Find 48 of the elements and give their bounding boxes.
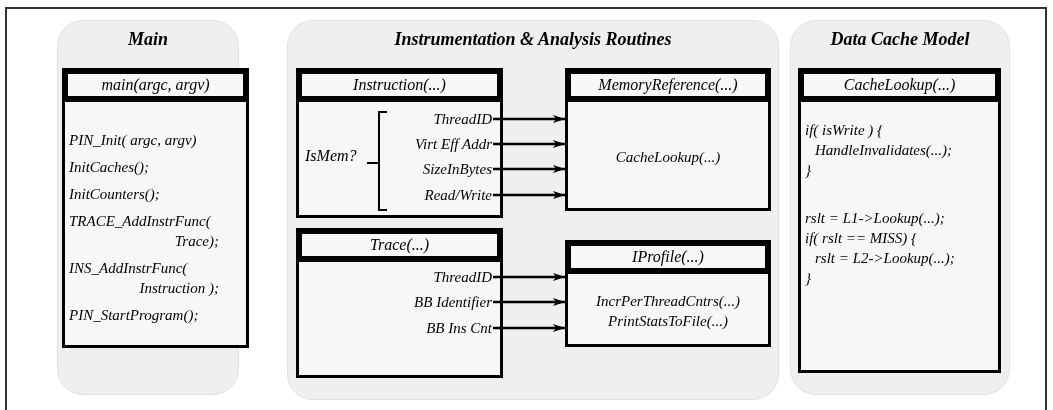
code-line: InitCounters(); [69, 185, 161, 204]
arrow [493, 273, 565, 281]
function-box [565, 240, 771, 347]
group-panel [790, 20, 1010, 395]
code-line: if( isWrite ) { [805, 121, 885, 140]
function-header: main(argc, argv) [62, 68, 249, 102]
arrow [493, 140, 565, 148]
arrow [493, 115, 565, 123]
condition-label: IsMem? [305, 147, 357, 165]
group-panel [287, 20, 779, 400]
code-line: IncrPerThreadCntrs(...) [596, 291, 740, 311]
code-line: if( rslt == MISS) { [805, 229, 919, 248]
parameter-label: Virt Eff Addr [415, 134, 492, 154]
arrow [493, 298, 565, 306]
code-line: INS_AddInstrFunc( Instruction ); [69, 259, 219, 298]
function-header: Trace(...) [296, 228, 503, 262]
code-line: InitCaches(); [69, 158, 150, 177]
function-box [296, 68, 503, 218]
code-line: } [805, 161, 812, 180]
function-box [62, 68, 249, 348]
function-box [296, 228, 503, 378]
code-line: rslt = L1->Lookup(...); [805, 209, 946, 228]
function-box [798, 68, 1001, 373]
code-line: rslt = L2->Lookup(...); [814, 249, 956, 268]
code-line: TRACE_AddInstrFunc( Trace); [69, 212, 219, 251]
parameter-label: BB Ins Cnt [426, 318, 492, 338]
parameter-label: ThreadID [433, 267, 492, 287]
function-header: Instruction(...) [296, 68, 503, 102]
function-header: IProfile(...) [565, 240, 771, 274]
function-box [565, 68, 771, 211]
code-line: PIN_Init( argc, argv) [69, 131, 198, 150]
code-line: PrintStatsToFile(...) [608, 311, 728, 331]
arrow [493, 324, 565, 332]
arrow [493, 165, 565, 173]
code-line: HandleInvalidates(...); [814, 141, 954, 160]
code-line: } [805, 269, 812, 288]
parameter-label: SizeInBytes [422, 159, 492, 179]
code-line: PIN_StartProgram(); [69, 306, 200, 325]
code-line: CacheLookup(...) [615, 147, 721, 167]
parameter-label: Read/Write [424, 185, 492, 205]
arrow [493, 191, 565, 199]
parameter-label: BB Identifier [414, 292, 492, 312]
panel-title: Data Cache Model [829, 29, 971, 50]
panel-title: Main [127, 29, 169, 50]
panel-title: Instrumentation & Analysis Routines [393, 29, 673, 50]
parameter-label: ThreadID [433, 109, 492, 129]
function-header: MemoryReference(...) [565, 68, 771, 102]
function-header: CacheLookup(...) [798, 68, 1001, 102]
